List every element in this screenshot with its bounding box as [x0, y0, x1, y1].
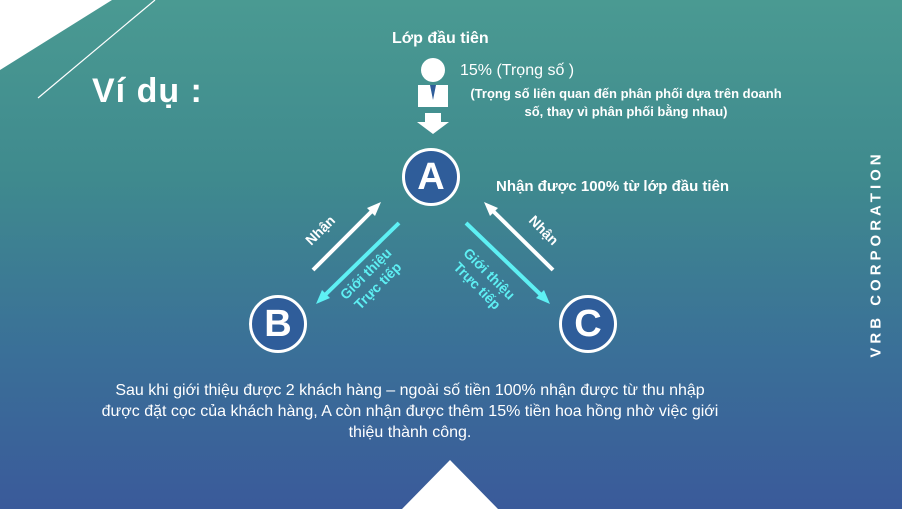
node-a: A: [402, 148, 460, 206]
arrow-a-to-c: [464, 221, 550, 304]
weight-percent: 15% (Trọng số ): [460, 62, 575, 79]
person-icon: [418, 58, 448, 107]
first-layer-label: Lớp đầu tiên: [392, 30, 489, 47]
side-label: VRB CORPORATION: [867, 150, 885, 358]
node-c: C: [559, 295, 617, 353]
weight-note: (Trọng số liên quan đến phân phối dựa tr…: [470, 86, 782, 119]
arrow-a-to-b: [316, 221, 401, 304]
bottom-triangle: [402, 460, 498, 509]
corner-line: [37, 0, 156, 99]
arrow-c-to-a: [484, 202, 555, 272]
slide-title: Ví dụ :: [92, 72, 203, 110]
receive-note: Nhận được 100% từ lớp đầu tiên: [496, 178, 730, 195]
arrow-b-to-a: [311, 202, 381, 272]
corner-triangle: [0, 0, 112, 70]
down-arrow-icon: [417, 113, 449, 134]
caption: Sau khi giới thiệu được 2 khách hàng – n…: [101, 382, 719, 441]
node-b: B: [249, 295, 307, 353]
